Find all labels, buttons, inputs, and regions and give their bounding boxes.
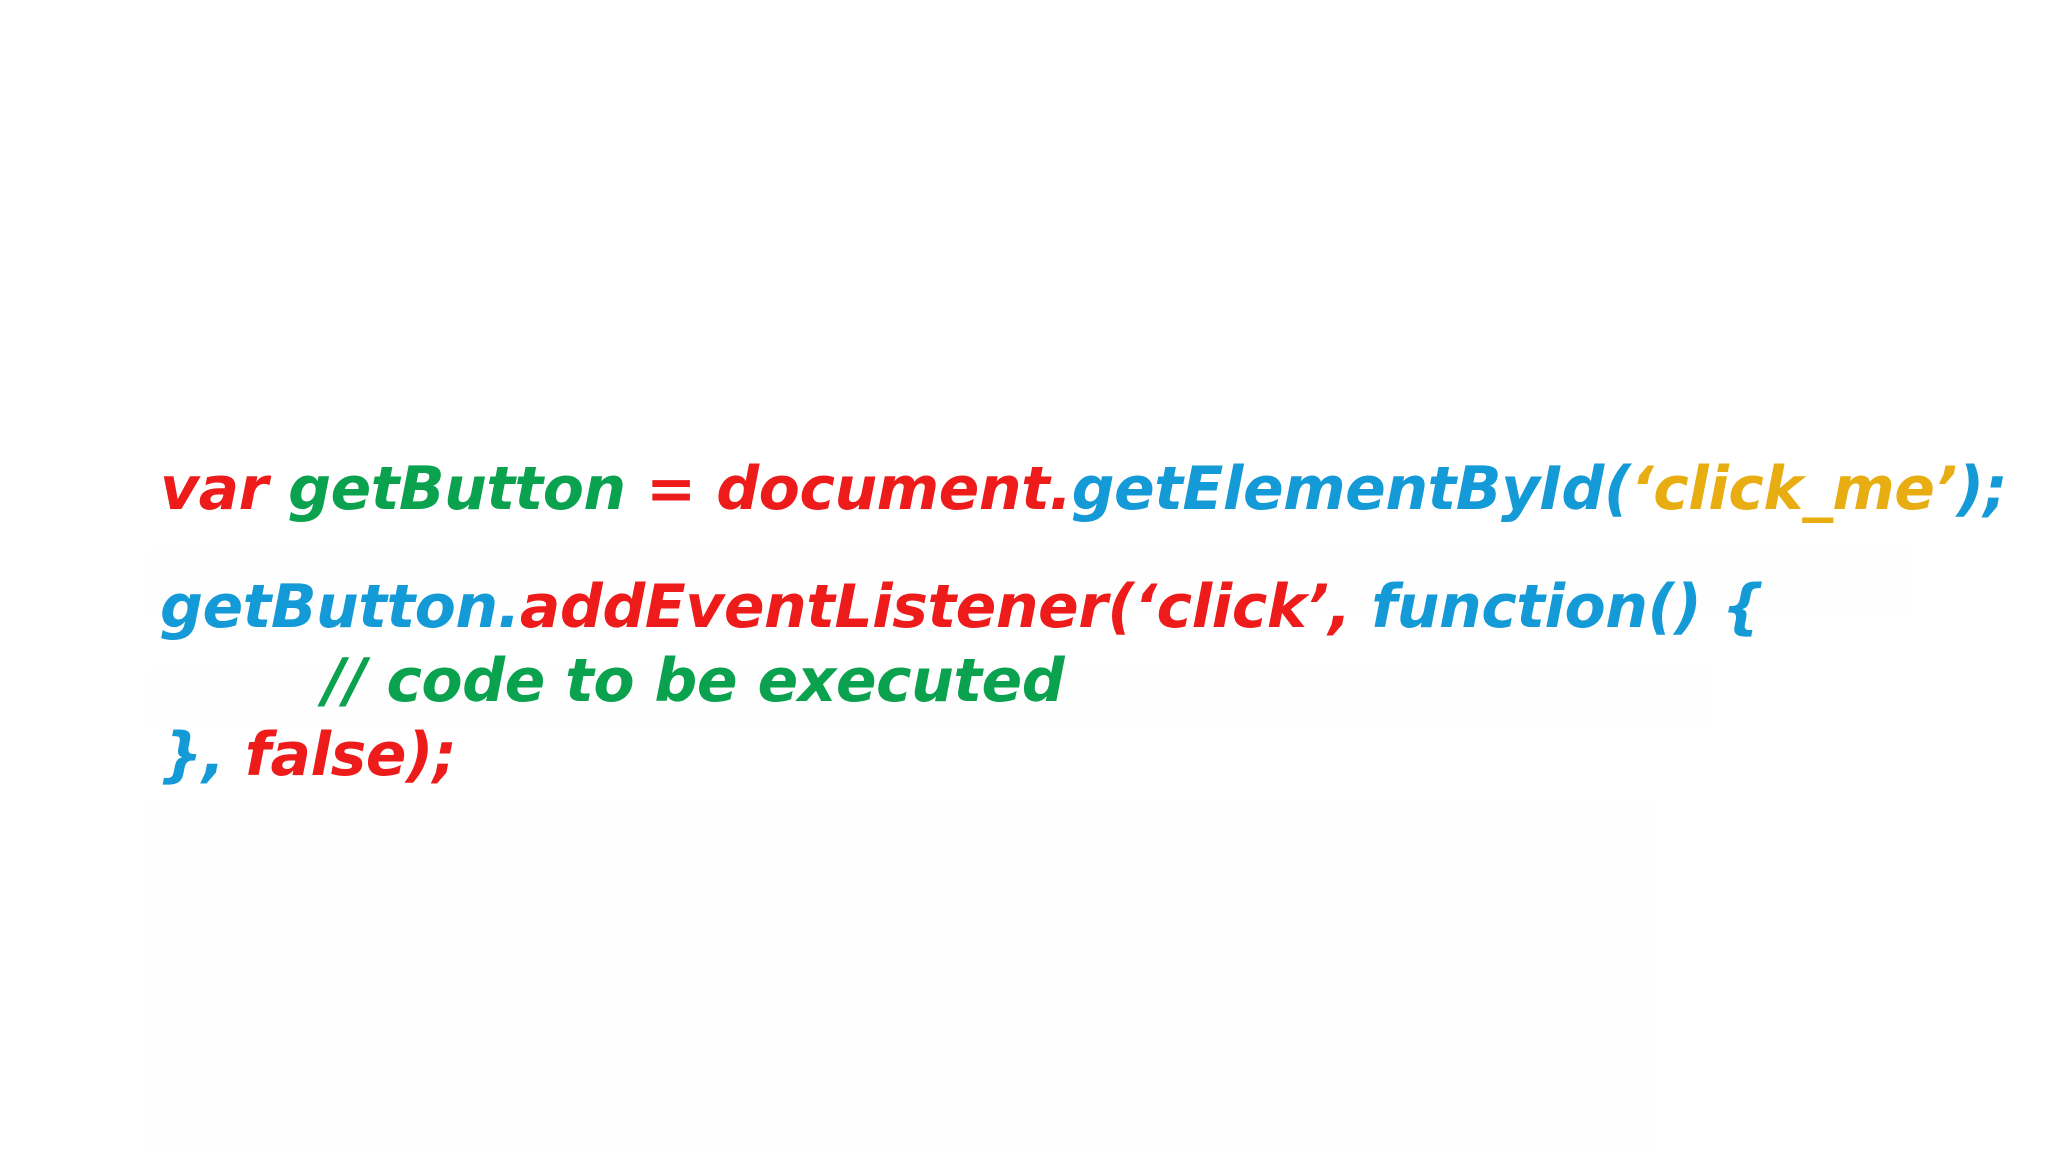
code-token: false); [244, 720, 457, 790]
code-blank-line [160, 526, 1960, 570]
code-token: = document. [646, 454, 1072, 524]
code-line: }, false); [160, 718, 1960, 792]
code-line: // code to be executed [160, 644, 1960, 718]
code-token: function() { [1371, 572, 1764, 642]
code-token: getElementById( [1071, 454, 1632, 524]
code-snippet: var getButton = document.getElementById(… [160, 452, 2008, 792]
code-token: ‘click_me’ [1630, 454, 1957, 524]
code-line: getButton.addEventListener(‘click’, func… [160, 570, 1960, 644]
code-token: var [160, 454, 289, 524]
background-wash-band [150, 800, 1650, 1152]
code-token: // code to be executed [160, 646, 1065, 716]
code-token: getButton. [160, 572, 520, 642]
code-token: addEventListener(‘click’, [519, 572, 1372, 642]
code-token: getButton [288, 454, 647, 524]
code-token: }, [160, 720, 245, 790]
code-line: var getButton = document.getElementById(… [160, 452, 2008, 526]
code-token: ); [1956, 454, 2008, 524]
